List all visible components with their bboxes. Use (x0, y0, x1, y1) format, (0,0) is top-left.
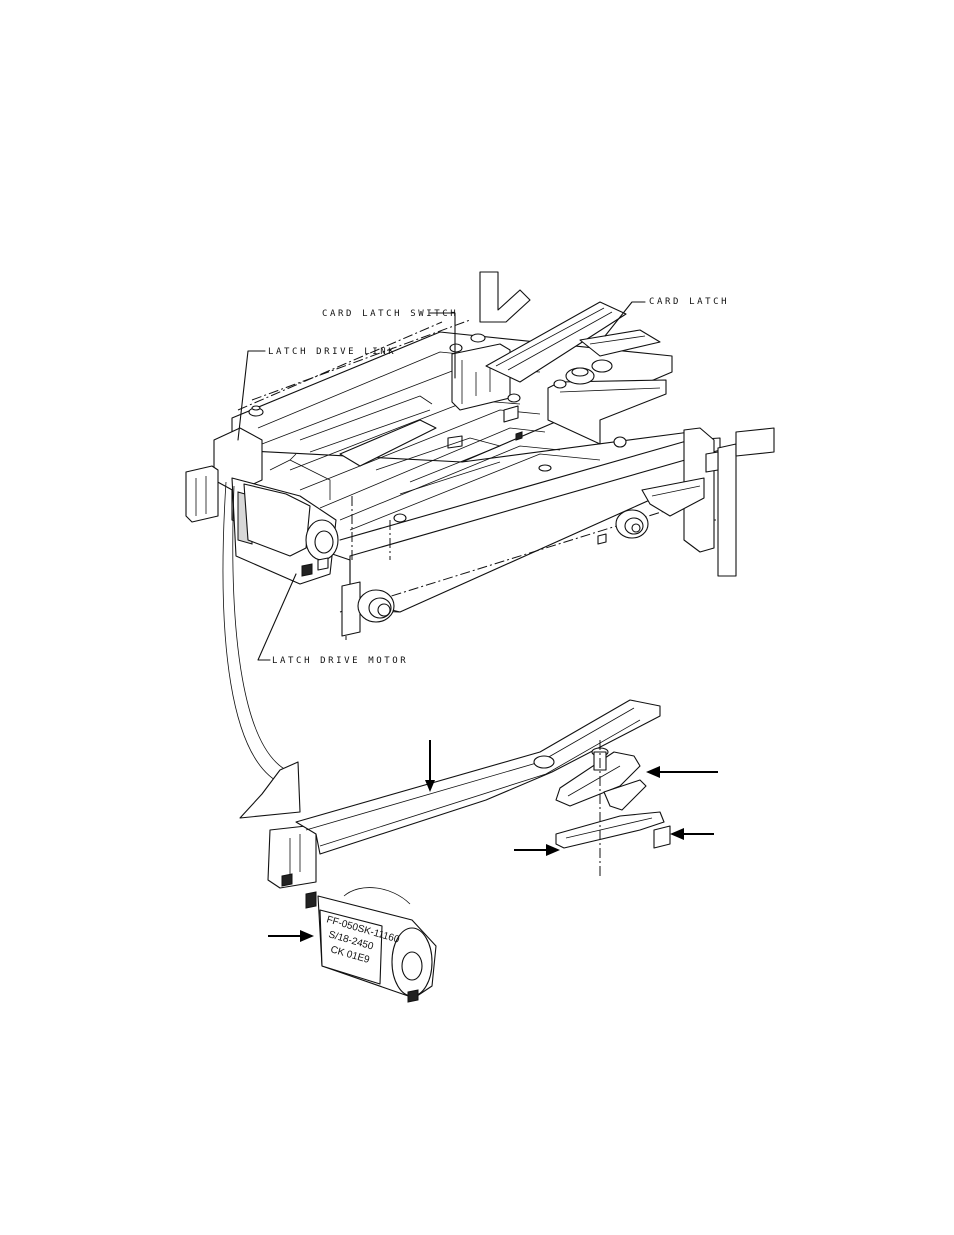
callout-leaders (237, 301, 646, 661)
card-latch-switch-label: CARD LATCH SWITCH (322, 309, 458, 319)
latch-drive-link-label: LATCH DRIVE LINK (268, 347, 396, 357)
upper-assembly (185, 271, 775, 640)
pointer-arrows (268, 740, 718, 942)
card-latch-label: CARD LATCH (649, 297, 729, 307)
explode-arrow (222, 481, 301, 819)
lower-exploded-view: FF-050SK-11160 S/18-2450 CK 01E9 (267, 699, 718, 1003)
latch-drive-motor-label: LATCH DRIVE MOTOR (272, 656, 408, 666)
